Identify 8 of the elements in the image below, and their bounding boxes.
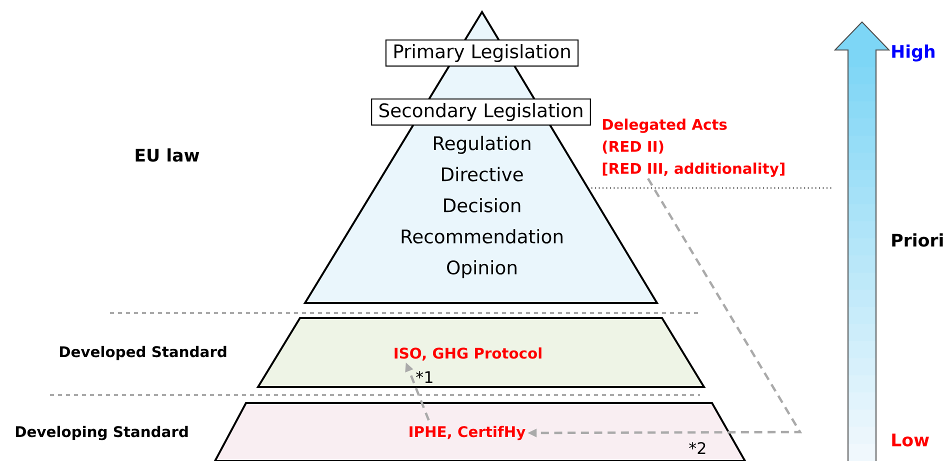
section-label: Developed Standard	[60, 346, 226, 360]
footnote-mark: *1	[416, 371, 432, 383]
section-label: EU law	[136, 148, 200, 162]
scale-label: Low	[892, 434, 929, 446]
axis-label: Priori	[892, 233, 943, 247]
section-label: Developing Standard	[16, 426, 188, 440]
footnote-mark: *2	[689, 442, 706, 454]
scale-label: High	[892, 44, 934, 62]
